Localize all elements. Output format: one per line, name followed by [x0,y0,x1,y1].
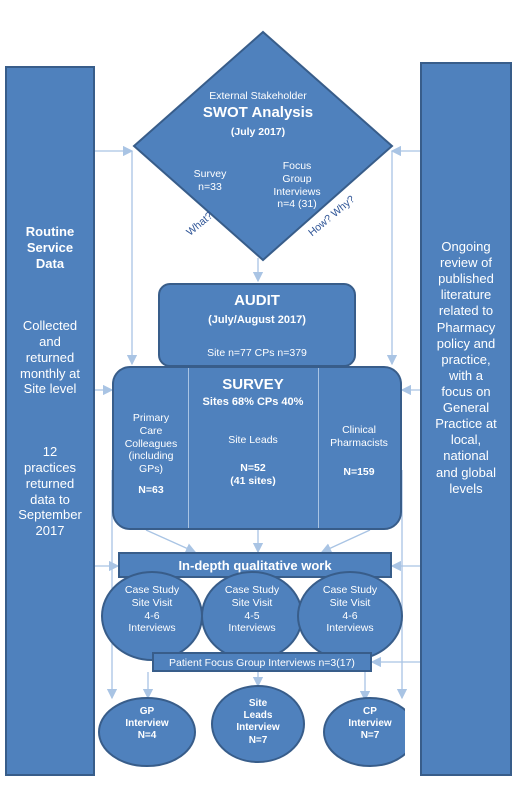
case-study-circles [101,571,403,661]
swot-focus-group: Focus Group Interviews n=4 (31) [273,160,321,211]
survey-col3-label: Clinical Pharmacists [330,424,388,449]
survey-divider-2 [318,368,319,528]
audit-stats: Site n=77 CPs n=379 [207,347,307,359]
audit-title: AUDIT [234,292,280,309]
case-study-1: Case Study Site Visit 4-6 Interviews [124,584,180,635]
survey-divider-1 [188,368,189,528]
swot-date: (July 2017) [230,126,286,138]
survey-box: SURVEY Sites 68% CPs 40% Primary Care Co… [112,366,402,530]
survey-col2-n: N=52 (41 sites) [230,462,276,487]
survey-col2-label: Site Leads [228,434,278,446]
swot-title: SWOT Analysis [202,104,314,121]
literature-review-panel: Ongoing review of published literature r… [420,62,512,776]
routine-service-data-note: 12 practices returned data to September … [18,444,82,539]
gp-interview: GP Interview N=4 [125,706,169,742]
case-study-2: Case Study Site Visit 4-5 Interviews [224,584,280,635]
swot-line1: External Stakeholder [209,90,307,102]
qualitative-title: In-depth qualitative work [178,558,332,573]
routine-service-data-panel: Routine Service Data Collected and retur… [5,66,95,776]
literature-review-text: Ongoing review of published literature r… [435,239,497,496]
routine-service-data-desc: Collected and returned monthly at Site l… [20,318,80,397]
survey-col3-n: N=159 [343,466,375,478]
swot-survey: Survey n=33 [193,168,227,193]
site-leads-interview: Site Leads Interview N=7 [236,698,280,746]
patient-focus-group-box: Patient Focus Group Interviews n=3(17) [152,652,372,672]
audit-box: AUDIT (July/August 2017) Site n=77 CPs n… [158,283,356,367]
cp-interview: CP Interview N=7 [348,706,392,742]
swot-diamond [132,30,394,262]
routine-service-data-title: Routine Service Data [25,224,75,271]
interview-circles [98,685,405,767]
audit-date: (July/August 2017) [208,314,306,326]
survey-title: SURVEY [222,376,284,393]
patient-focus-group-label: Patient Focus Group Interviews n=3(17) [169,657,355,669]
survey-subtitle: Sites 68% CPs 40% [202,396,304,408]
survey-col1-label: Primary Care Colleagues (including GPs) [124,412,178,476]
case-study-3: Case Study Site Visit 4-6 Interviews [322,584,378,635]
survey-col1-n: N=63 [138,484,164,496]
